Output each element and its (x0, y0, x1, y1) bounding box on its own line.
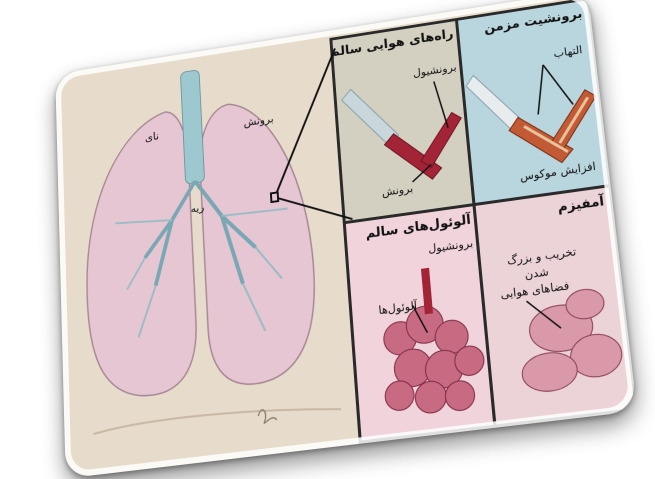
emphysema-panel: آمفیزم تخریب و بزرگ شدن فضاهای هوایی (472, 184, 637, 428)
lung-drawing (55, 31, 354, 478)
healthy-airways-panel: راه‌های هوایی سالم برونشیول برونش (329, 17, 478, 224)
lung-illustration: نای برونش ریه (55, 31, 354, 478)
trachea-label: نای (145, 130, 160, 144)
emphysema-drawing (476, 187, 635, 424)
copd-illustration-card: نای برونش ریه راه‌های هوایی سالم برونشیو… (55, 0, 637, 479)
chronic-bronchitis-panel: برونشیت مزمن التهاب افزایش موکوس (455, 0, 612, 206)
lung-label: ریه (190, 201, 204, 215)
